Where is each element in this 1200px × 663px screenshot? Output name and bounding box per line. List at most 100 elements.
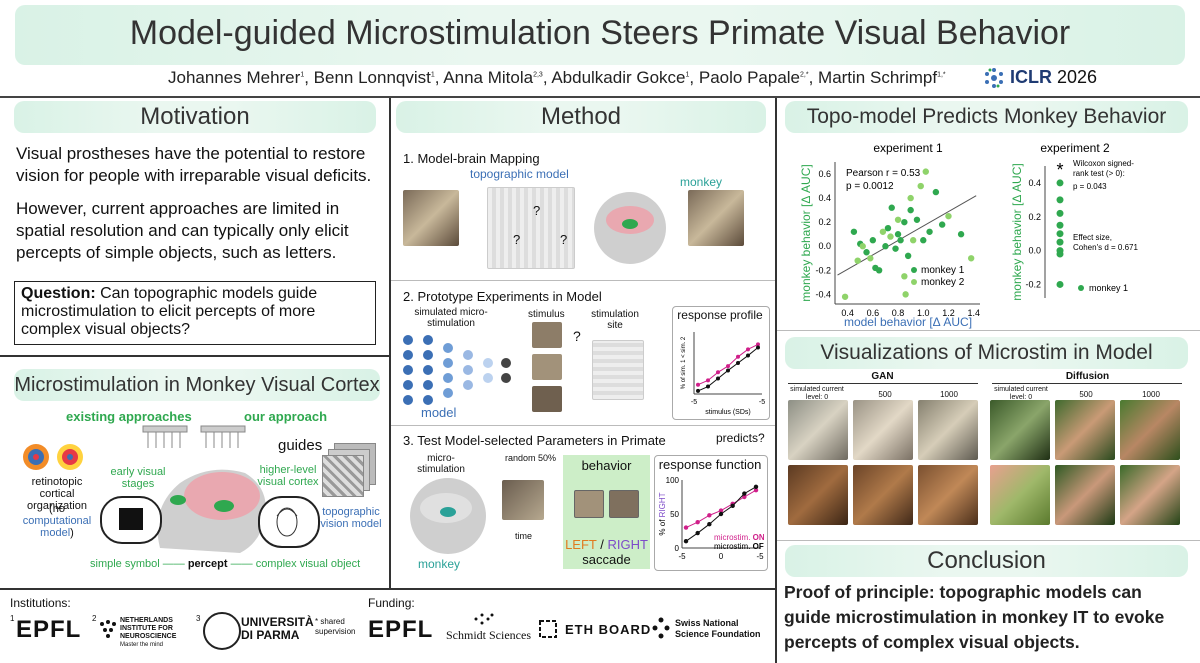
stimulus-thumb-2 — [532, 354, 562, 380]
venue-year: 2026 — [1057, 67, 1098, 87]
exp1-point — [957, 231, 965, 238]
poster-title: Model-guided Microstimulation Steers Pri… — [129, 14, 1071, 52]
diff-img-melon-0 — [990, 465, 1050, 525]
no-word: no — [52, 503, 65, 515]
epfl-logo: EPFL — [16, 616, 82, 643]
diffusion-underline — [992, 383, 1182, 384]
exp1-point — [901, 218, 908, 226]
divider-right — [775, 98, 777, 663]
method-banner — [396, 101, 766, 133]
profile-point — [706, 384, 710, 389]
exp1-point — [920, 237, 927, 244]
function-point — [718, 511, 724, 517]
profile-point — [756, 342, 760, 347]
function-y-tick-50: 50 — [670, 510, 679, 519]
function-ylabel: % of RIGHT — [658, 492, 667, 535]
profile-ylabel: % of sim. 1 < sim. 2 — [681, 336, 687, 389]
exp1-y-tick: -0.2 — [815, 265, 831, 275]
function-point — [753, 484, 759, 489]
exp1-y-tick: 0.0 — [818, 241, 831, 251]
exp1-point — [907, 194, 914, 202]
step1-label: 1. Model-brain Mapping — [403, 151, 540, 166]
exp1-point — [909, 237, 917, 244]
retinotopic-map-icon — [22, 440, 87, 474]
function-point — [707, 522, 712, 527]
exp2-effect-size: Effect size,Cohen's d = 0.671 — [1073, 233, 1138, 252]
nin-logo: NETHERLANDS INSTITUTE FOR NEUROSCIENCE — [120, 617, 177, 640]
function-point — [753, 488, 759, 493]
behavior-choice-right — [609, 490, 639, 518]
exp1-point — [841, 293, 849, 300]
motivation-title: Motivation — [140, 103, 250, 130]
profile-xlabel: stimulus (SDs) — [705, 409, 751, 416]
diff-img-face-1000 — [1120, 400, 1180, 460]
diff-img-face2-1000 — [1120, 465, 1180, 525]
model-feature-maps — [487, 187, 575, 269]
divider-method-1 — [391, 280, 775, 281]
exp2-legend-dot — [1078, 285, 1084, 291]
diff-img-face-500 — [1055, 400, 1115, 460]
shared-supervision-note: * shared supervision — [315, 617, 356, 636]
stimulus-thumb-3 — [532, 386, 562, 412]
response-profile-title: response profile — [677, 308, 763, 322]
venue-label: ICLR 2026 — [1010, 67, 1097, 88]
monkey-brain-illustration — [140, 448, 280, 558]
gan-img-cat-1000 — [918, 400, 978, 460]
exp1-x-tick: 1.2 — [942, 308, 955, 318]
diff-img-face2-500 — [1055, 465, 1115, 525]
profile-point — [756, 345, 760, 350]
exp1-x-tick: 1.0 — [917, 308, 930, 318]
conclusion-banner — [785, 545, 1188, 577]
exp1-pearson: Pearson r = 0.53 — [846, 168, 921, 179]
profile-point — [736, 354, 740, 359]
function-point — [695, 530, 700, 536]
divider-left — [389, 98, 391, 588]
exp2-title: experiment 2 — [1040, 141, 1110, 155]
early-stages-label: early visual stages — [110, 466, 166, 490]
function-point — [742, 494, 747, 500]
exp1-point — [926, 228, 933, 235]
complex-object-label: complex visual object — [255, 558, 361, 570]
exp2-point — [1056, 196, 1064, 204]
monkey-head-bottom — [406, 474, 490, 558]
divider-method-2 — [391, 425, 775, 426]
topo-title: Topo-model Predicts Monkey Behavior — [806, 105, 1167, 128]
aff1-marker: 1 — [10, 614, 15, 623]
gan-img-bear-1000 — [918, 465, 978, 525]
viz-banner — [785, 337, 1188, 369]
model-word: model — [40, 527, 71, 539]
exp1-title: experiment 1 — [873, 141, 943, 155]
percept-line: simple symbol —— percept —— complex visu… — [90, 558, 361, 570]
author-name: Anna Mitola — [443, 68, 534, 87]
diff-img-animal-0 — [990, 400, 1050, 460]
slash: / — [596, 537, 608, 552]
divider-right-2 — [777, 540, 1200, 541]
time-label: time — [515, 531, 533, 541]
diffusion-label: Diffusion — [1065, 371, 1110, 382]
exp1-point — [888, 204, 895, 211]
function-point — [683, 539, 689, 544]
function-x-tick-right: -5 — [756, 552, 764, 561]
topo-banner — [785, 101, 1188, 133]
topographic-map-stack — [322, 443, 378, 503]
exp1-point — [897, 237, 904, 244]
title-banner — [15, 5, 1185, 65]
exp1-point — [913, 216, 921, 223]
profile-point — [736, 361, 740, 365]
diff-level-500-label: 500 — [1079, 390, 1093, 399]
snsf-logo: Swiss National Science Foundation — [675, 618, 761, 639]
exp1-point — [907, 206, 914, 214]
profile-point — [726, 368, 730, 373]
exp2-pvalue: p = 0.043 — [1073, 182, 1107, 191]
monkey-head-top — [590, 188, 670, 268]
no-model-label: (no computational model) — [22, 503, 92, 539]
schmidt-icon — [473, 612, 495, 626]
exp1-point — [850, 228, 858, 235]
exp1-point — [901, 273, 908, 280]
profile-point — [696, 388, 700, 393]
step3-label: 3. Test Model-selected Parameters in Pri… — [403, 433, 666, 448]
exp2-legend-monkey1: monkey 1 — [1089, 283, 1128, 293]
exp2-point — [1056, 209, 1064, 217]
viz-title: Visualizations of Microstim in Model — [820, 341, 1153, 364]
